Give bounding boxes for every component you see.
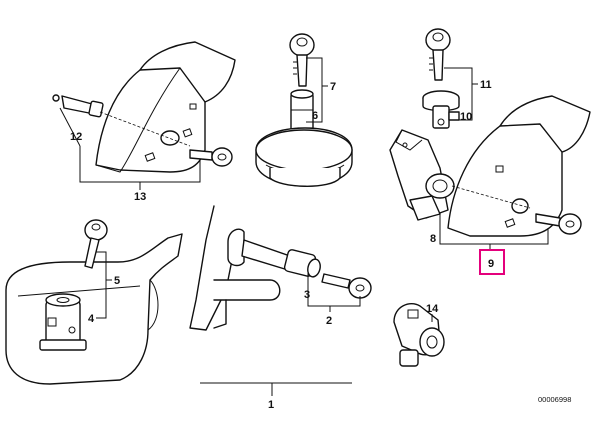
callout-4: 4 xyxy=(88,313,95,325)
lock-cylinder-part-12 xyxy=(52,94,104,118)
trunk-lid-panel xyxy=(189,205,281,331)
callout-3: 3 xyxy=(304,289,310,301)
callout-8: 8 xyxy=(430,233,436,245)
callout-5: 5 xyxy=(114,275,120,287)
door-lock-cylinder xyxy=(422,90,460,129)
callout-7: 7 xyxy=(330,81,336,93)
callout-10: 10 xyxy=(460,111,472,123)
dashed-guide-12 xyxy=(99,111,191,147)
dashed-guide-9 xyxy=(451,185,531,209)
leader-lines xyxy=(59,57,549,396)
callout-12: 12 xyxy=(70,131,82,143)
trunk-latch-cylinder-part-14 xyxy=(393,303,445,367)
ignition-switch-housing xyxy=(389,129,455,221)
document-number: 00006998 xyxy=(538,395,571,404)
callout-6: 6 xyxy=(312,110,318,122)
key-bottom-left xyxy=(84,219,108,269)
callout-1: 1 xyxy=(268,399,274,411)
trunk-lock-cylinder xyxy=(241,239,321,278)
key-top-right xyxy=(425,28,451,81)
callout-11: 11 xyxy=(480,79,492,91)
glovebox-lock-cylinder xyxy=(39,293,87,351)
key-top-middle xyxy=(289,33,315,87)
key-left-top xyxy=(189,147,233,167)
callout-13: 13 xyxy=(134,191,146,203)
callout-14: 14 xyxy=(426,303,439,315)
steering-column-housing-right xyxy=(447,95,591,237)
fuel-cap xyxy=(255,127,353,187)
key-right-middle xyxy=(535,213,582,235)
callout-labels: 12 13 7 6 11 10 8 9 5 4 3 2 14 1 xyxy=(70,79,494,411)
callout-2: 2 xyxy=(326,315,332,327)
steering-column-housing-left xyxy=(95,41,236,173)
callout-9: 9 xyxy=(488,258,494,270)
key-bottom-middle xyxy=(321,273,372,299)
highlight-box xyxy=(479,249,505,275)
